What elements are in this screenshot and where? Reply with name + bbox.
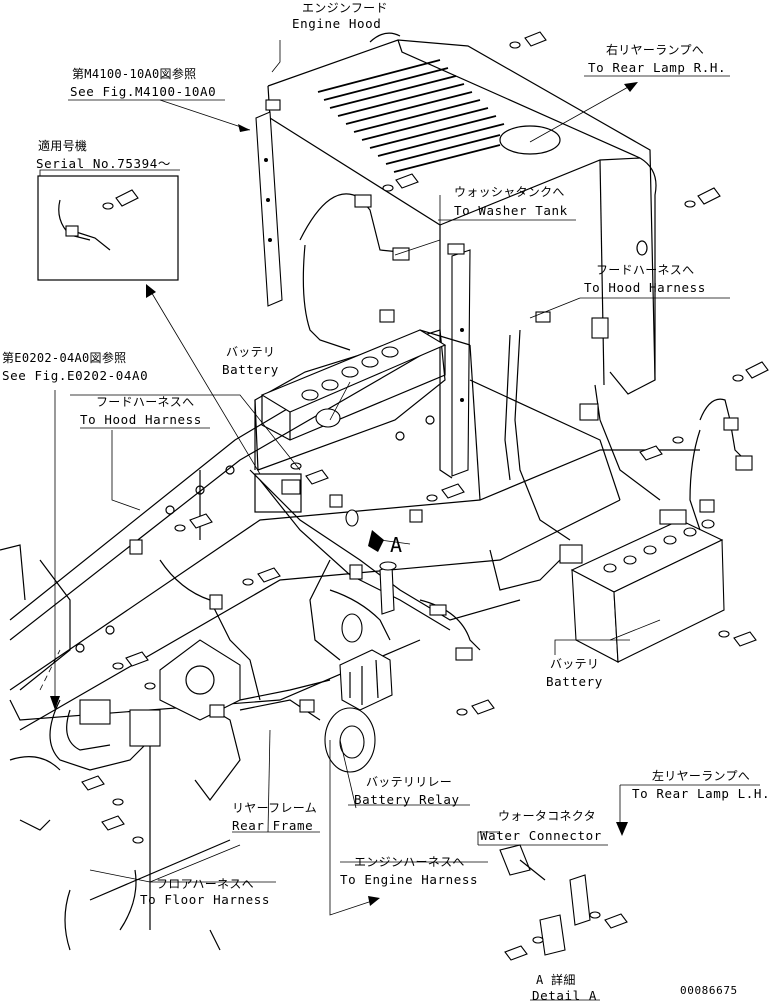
water-connector-label-en: Water Connector [480,828,602,843]
battery-right-label-en: Battery [546,674,603,689]
detail-a-marker: A [390,533,403,557]
battery-right-label-ja: バッテリ [550,657,599,671]
detail-a-label-ja: A 詳細 [536,972,576,987]
floor-harness-label-en: To Floor Harness [140,892,270,907]
drawing-number: 00086675 [680,984,738,997]
hood-grille [317,59,505,173]
floor-harness-label-ja: フロアハーネスへ [156,877,254,891]
battery-top-label-en: Battery [222,362,279,377]
wiring-harness [49,193,753,771]
engine-hood [255,32,657,479]
hood-harness-left-label-en: To Hood Harness [80,412,202,427]
rear-lamp-rh-label-en: To Rear Lamp R.H. [588,60,726,75]
hood-harness-right-label-ja: フードハーネスへ [596,263,694,277]
engine-harness-label-ja: エンジンハーネスへ [354,855,465,869]
battery-relay-label-en: Battery Relay [354,792,460,807]
battery-top-label-ja: バッテリ [226,345,275,359]
see-fig-m4100-label-en: See Fig.M4100-10A0 [70,84,216,99]
battery-top [260,329,447,441]
rear-lamp-lh-label-en: To Rear Lamp L.H. [632,786,770,801]
battery-relay-label-ja: バッテリリレー [366,775,452,789]
battery-right [570,519,725,663]
serial-label-en: Serial No.75394～ [36,156,171,171]
leader-lines [39,40,760,1001]
serial-detail-inset [37,175,179,281]
see-fig-m4100-label-ja: 第M4100-10A0図参照 [72,66,196,81]
rear-lamp-lh-label-ja: 左リヤーランプへ [652,768,750,783]
hood-harness-left-label-ja: フードハーネスへ [96,395,194,409]
rear-frame-label-en: Rear Frame [232,818,313,833]
water-connector-label-ja: ウォータコネクタ [498,809,596,823]
engine-harness-label-en: To Engine Harness [340,872,478,887]
bolts-and-washers [81,31,769,844]
engine-hood-label-ja: エンジンフード [302,1,388,15]
washer-tank-label-en: To Washer Tank [454,203,568,218]
engine-hood-label-en: Engine Hood [292,16,381,31]
hood-harness-right-label-en: To Hood Harness [584,280,706,295]
see-fig-e0202-label-en: See Fig.E0202-04A0 [2,368,148,383]
see-fig-e0202-label-ja: 第E0202-04A0図参照 [2,350,126,365]
detail-a-inset [499,844,628,961]
serial-label-ja: 適用号機 [38,138,87,153]
washer-tank-label-ja: ウォッシャタンクへ [454,185,565,199]
battery-relay [324,649,393,773]
rear-lamp-rh-label-ja: 右リヤーランプへ [606,42,704,57]
detail-a-label-en: Detail A [532,988,597,1003]
rear-frame-label-ja: リヤーフレーム [232,801,317,815]
